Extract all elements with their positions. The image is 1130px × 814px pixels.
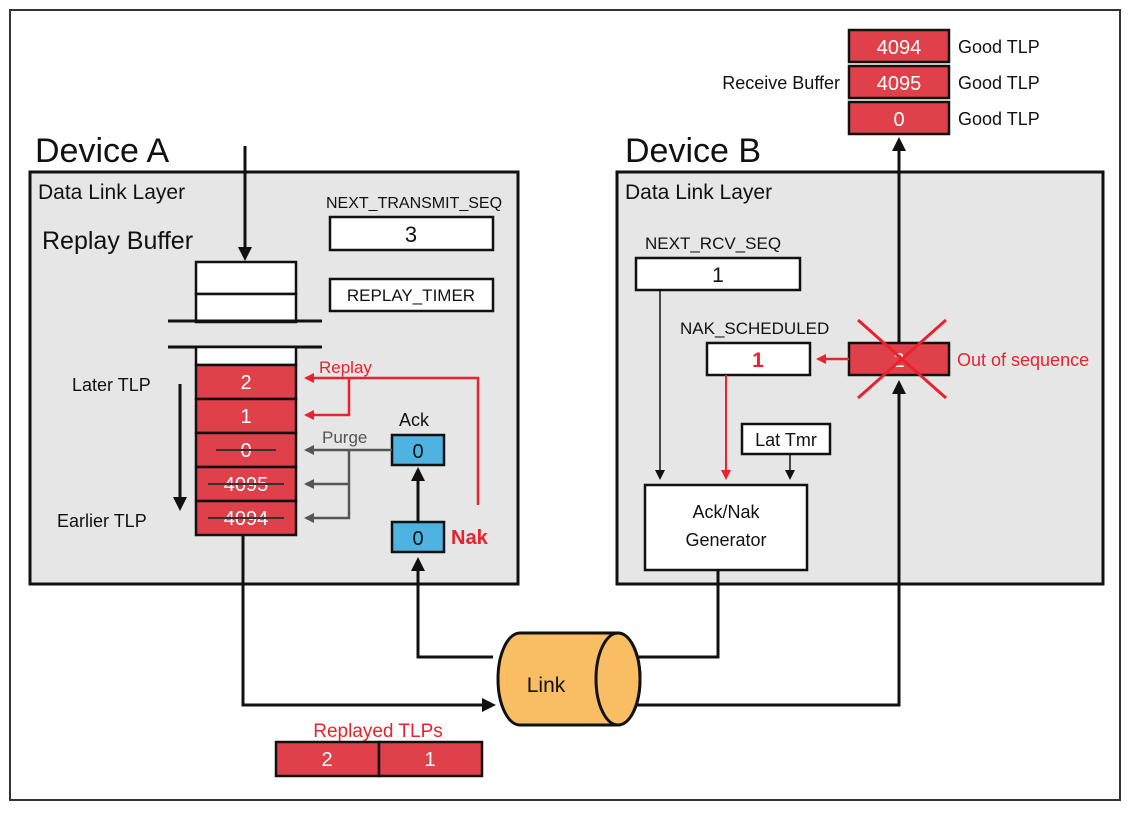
incoming-tlp-box: [847, 341, 951, 377]
next-rcv-seq-value: 1: [712, 264, 724, 287]
dllp-send-arrow: [617, 570, 720, 664]
nak-scheduled-value: 1: [752, 349, 764, 372]
next-transmit-seq-label: NEXT_TRANSMIT_SEQ: [326, 195, 502, 212]
replay-timer-box: [328, 277, 495, 313]
replayed-tlp-value: 1: [424, 749, 435, 771]
next-transmit-seq-box: [328, 215, 495, 252]
replayed-tlps-label: Replayed TLPs: [313, 721, 443, 742]
receive-path-arrow: [620, 380, 906, 707]
device-a-layer-label: Data Link Layer: [38, 181, 185, 204]
next-rcv-seq-label: NEXT_RCV_SEQ: [645, 234, 781, 253]
purge-label: Purge: [322, 428, 367, 447]
receive-buffer-value: 4094: [877, 37, 922, 59]
outer-frame: [9, 9, 1121, 801]
next-rcv-seq-box: [634, 256, 802, 292]
lat-tmr-box: [740, 422, 832, 456]
replayed-tlps: 2 1: [274, 740, 484, 778]
reject-cross-icon: [857, 318, 947, 400]
dllp-return-arrow: [411, 557, 493, 659]
device-a-title: Device A: [35, 132, 169, 170]
earlier-tlp-label: Earlier TLP: [57, 511, 147, 531]
buffer-empty-slot: [194, 345, 298, 367]
transmit-path-arrow: [241, 535, 496, 712]
receive-buffer-status: Good TLP: [958, 73, 1040, 93]
receive-buffer-entries: 4094 Good TLP 4095 Good TLP 0 Good TLP: [847, 28, 1040, 136]
buffer-empty-slot: [194, 292, 298, 324]
replayed-tlp: [377, 740, 484, 778]
receive-buffer-entry: [847, 64, 951, 100]
receive-buffer-label: Receive Buffer: [722, 73, 840, 93]
purge-arrow: [304, 450, 351, 523]
generator-label-line1: Ack/Nak: [692, 502, 760, 522]
buffer-entry-value: 1: [240, 406, 251, 428]
replay-label: Replay: [319, 358, 372, 377]
nak-scheduled-label: NAK_SCHEDULED: [680, 319, 829, 338]
link-label: Link: [527, 674, 566, 697]
receive-buffer-status: Good TLP: [958, 37, 1040, 57]
replay-arrow: [304, 373, 480, 505]
nak-label: Nak: [451, 527, 489, 549]
replay-buffer-entries: 2 1 0 4095 4094: [194, 363, 298, 537]
received-dllp-value: 0: [412, 528, 423, 550]
replay-arrow: [304, 378, 351, 420]
buffer-entry-value: 2: [240, 372, 251, 394]
receive-buffer-value: 0: [893, 109, 904, 131]
out-of-sequence-label: Out of sequence: [957, 350, 1089, 370]
generator-label-line2: Generator: [685, 530, 766, 550]
ack-value: 0: [412, 441, 423, 463]
device-b-title: Device B: [625, 132, 761, 170]
link-cylinder: Link: [496, 631, 642, 727]
ack-nak-generator: [643, 483, 809, 572]
receive-buffer-entry: [847, 100, 951, 136]
receive-buffer-entry: [847, 28, 951, 64]
buffer-entry: [194, 397, 298, 435]
buffer-empty-slot: [194, 260, 298, 296]
next-transmit-seq-value: 3: [405, 222, 417, 247]
nak-scheduled-box: [705, 341, 812, 377]
replay-timer-label: REPLAY_TIMER: [347, 286, 475, 305]
replay-buffer-label: Replay Buffer: [42, 227, 193, 255]
ack-label: Ack: [399, 410, 430, 430]
replayed-tlp-value: 2: [321, 749, 332, 771]
device-b-layer-label: Data Link Layer: [625, 181, 772, 204]
receive-buffer-value: 4095: [877, 73, 922, 95]
receive-buffer-status: Good TLP: [958, 109, 1040, 129]
later-tlp-label: Later TLP: [72, 375, 151, 395]
lat-tmr-label: Lat Tmr: [755, 430, 817, 450]
